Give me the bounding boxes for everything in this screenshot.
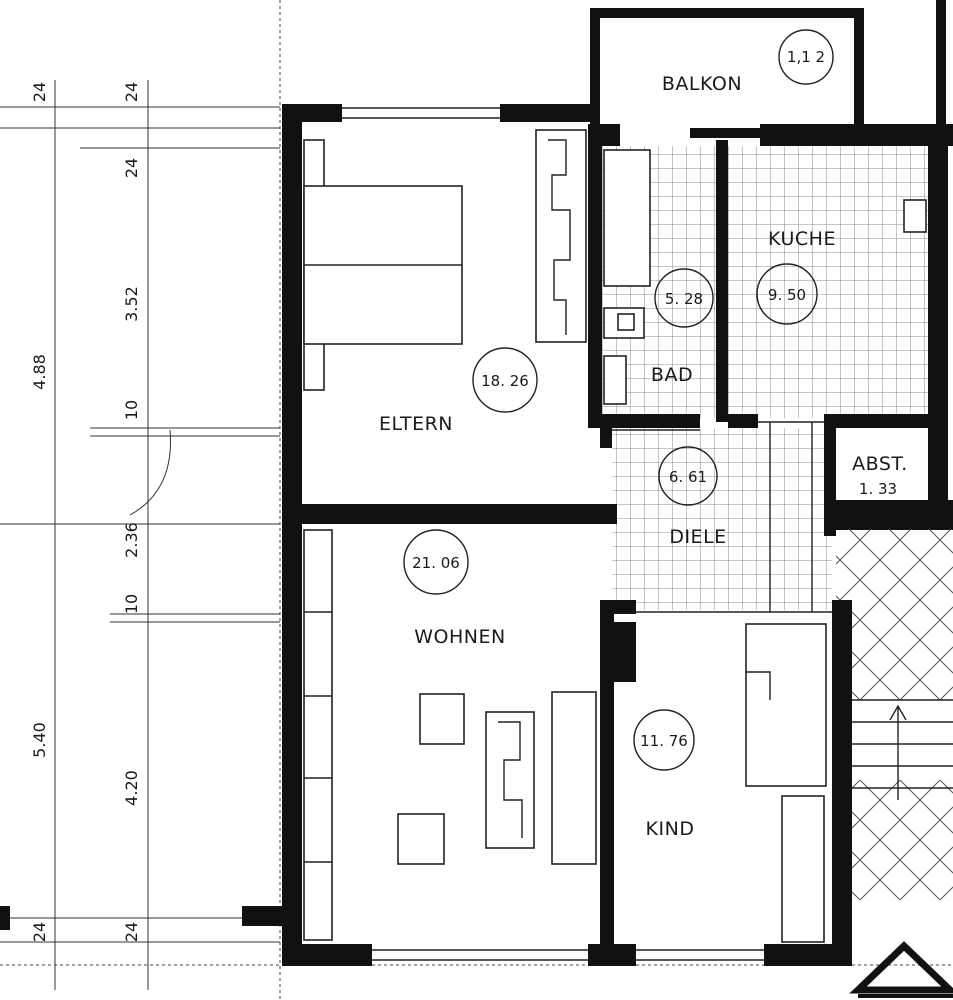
bathtub [603,149,651,287]
coffee-table [485,711,535,849]
sink [603,307,645,339]
area-circles [403,29,834,771]
openings [342,107,832,961]
toilet [603,355,627,405]
dim-inner-4: 10 [122,400,141,420]
room-label-kueche: KUCHE [768,228,836,250]
wardrobe [535,129,587,343]
dim-outer-bottom: 24 [30,922,49,942]
stairwell [836,530,953,900]
room-area-kind: 11. 76 [640,732,688,750]
kitchen-fixture [903,199,927,233]
room-label-eltern: ELTERN [379,413,453,435]
room-area-eltern: 18. 26 [481,372,529,390]
walls [0,0,953,966]
armchair-bottom [397,813,445,865]
furniture [303,129,827,943]
room-label-abst: ABST. [852,453,908,475]
room-area-kueche: 9. 50 [768,286,806,304]
room-label-balkon: BALKON [662,73,742,95]
room-area-diele: 6. 61 [669,468,707,486]
dim-outer-2: 5.40 [30,722,49,758]
kid-desk [781,795,825,943]
dim-outer-top: 24 [30,82,49,102]
dim-inner-5: 2.36 [122,522,141,558]
shelf-wall [303,529,333,941]
room-area-balkon: 1,1 2 [787,48,825,66]
room-label-diele: DIELE [669,526,726,548]
dim-inner-3: 3.52 [122,286,141,322]
room-area-wohnen: 21. 06 [412,554,460,572]
room-area-abst: 1. 33 [859,480,897,498]
dim-inner-7: 4.20 [122,770,141,806]
triangle-symbol [849,941,953,998]
dim-outer-1: 4.88 [30,354,49,390]
room-label-bad: BAD [651,364,693,386]
room-area-bad: 5. 28 [665,290,703,308]
dim-inner-2: 24 [122,158,141,178]
dim-inner-8: 24 [122,922,141,942]
room-labels: BALKON 1,1 2 KUCHE 9. 50 BAD 5. 28 ELTER… [379,48,908,840]
dim-inner-6: 10 [122,594,141,614]
sofa [551,691,597,865]
room-label-wohnen: WOHNEN [414,626,505,648]
dim-inner-1: 24 [122,82,141,102]
dimension-labels: 24 4.88 5.40 24 24 24 3.52 10 2.36 10 4.… [30,82,141,942]
room-label-kind: KIND [646,818,695,840]
kid-bed [745,623,827,787]
armchair-top [419,693,465,745]
